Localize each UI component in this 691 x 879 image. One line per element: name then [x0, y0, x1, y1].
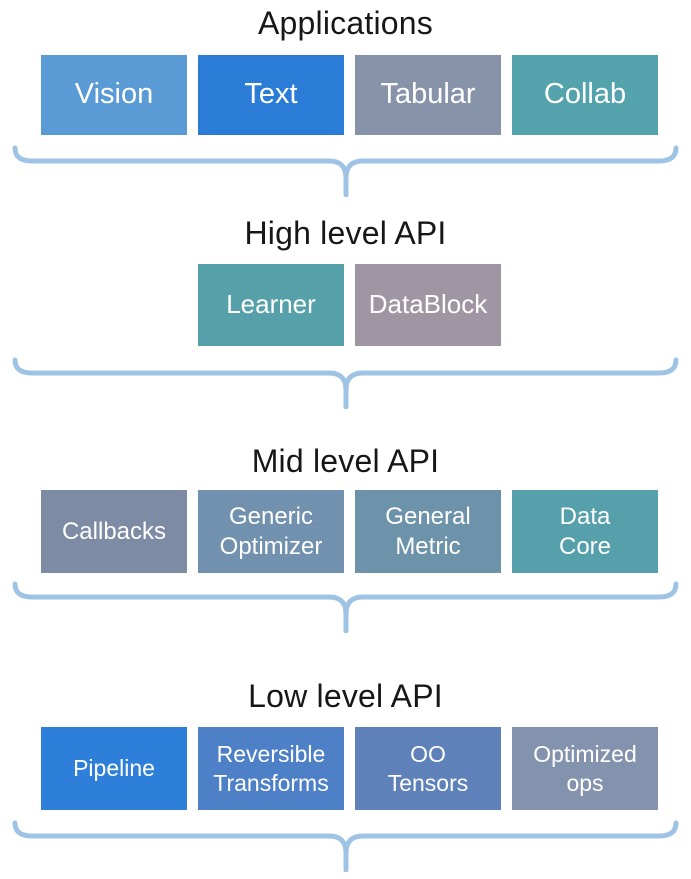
box-learner-label: Learner: [226, 289, 316, 320]
box-generic-optimizer-label: Generic Optimizer: [219, 503, 323, 560]
box-callbacks-label: Callbacks: [61, 517, 167, 545]
box-datablock-label: DataBlock: [368, 289, 488, 320]
box-data-core: Data Core: [512, 490, 658, 573]
section-title-applications: Applications: [258, 5, 433, 41]
brace-low-level-api: [12, 820, 679, 872]
brace-applications: [12, 145, 679, 197]
section-title-low-level-api: Low level API: [248, 678, 443, 714]
mid-level-box-row: Callbacks Generic Optimizer General Metr…: [41, 490, 658, 573]
box-datablock: DataBlock: [355, 264, 501, 346]
box-collab: Collab: [512, 55, 658, 135]
applications-box-row: Vision Text Tabular Collab: [41, 55, 658, 135]
box-data-core-label: Data Core: [558, 503, 612, 560]
high-level-box-row: Learner DataBlock: [198, 264, 501, 346]
box-vision-label: Vision: [74, 78, 154, 111]
box-general-metric-label: General Metric: [385, 503, 471, 560]
box-generic-optimizer: Generic Optimizer: [198, 490, 344, 573]
box-callbacks: Callbacks: [41, 490, 187, 573]
box-reversible-transforms: Reversible Transforms: [198, 727, 344, 810]
box-optimized-ops: Optimized ops: [512, 727, 658, 810]
box-text-label: Text: [244, 78, 298, 111]
box-vision: Vision: [41, 55, 187, 135]
box-general-metric: General Metric: [355, 490, 501, 573]
box-pipeline-label: Pipeline: [73, 755, 155, 782]
box-oo-tensors-label: OO Tensors: [387, 741, 469, 796]
box-learner: Learner: [198, 264, 344, 346]
box-optimized-ops-label: Optimized ops: [533, 741, 637, 796]
box-reversible-transforms-label: Reversible Transforms: [213, 741, 329, 796]
section-title-high-level-api: High level API: [244, 215, 447, 251]
box-tabular: Tabular: [355, 55, 501, 135]
box-text: Text: [198, 55, 344, 135]
box-tabular-label: Tabular: [380, 78, 476, 111]
box-oo-tensors: OO Tensors: [355, 727, 501, 810]
box-pipeline: Pipeline: [41, 727, 187, 810]
section-title-mid-level-api: Mid level API: [251, 443, 440, 479]
brace-high-level-api: [12, 357, 679, 409]
box-collab-label: Collab: [543, 78, 627, 111]
low-level-box-row: Pipeline Reversible Transforms OO Tensor…: [41, 727, 658, 810]
brace-mid-level-api: [12, 581, 679, 633]
